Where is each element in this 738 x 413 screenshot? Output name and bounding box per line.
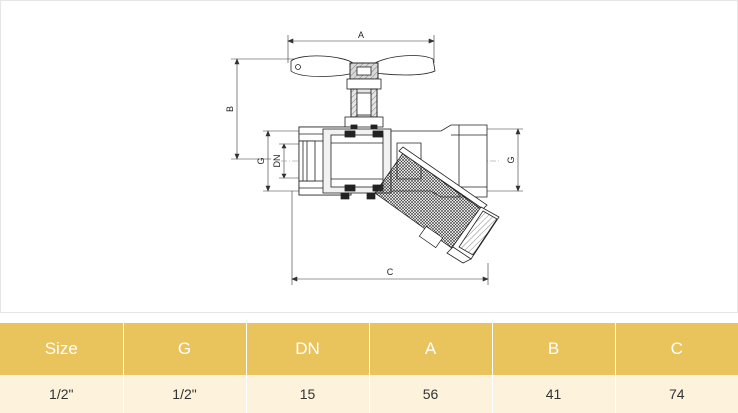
- cell-size: 1/2": [0, 375, 124, 413]
- header-c: C: [615, 323, 738, 375]
- cell-c: 74: [615, 375, 738, 413]
- dimension-b: [231, 58, 296, 160]
- strainer-filter: [374, 146, 500, 264]
- dimension-c-label: C: [387, 267, 394, 277]
- header-a: A: [369, 323, 493, 375]
- dimension-g-right: [486, 128, 523, 192]
- dimension-g-left-label: G: [256, 157, 266, 164]
- cell-a: 56: [369, 375, 493, 413]
- header-size: Size: [0, 323, 124, 375]
- dimension-a-label: A: [358, 30, 364, 40]
- header-b: B: [492, 323, 616, 375]
- cell-dn: 15: [246, 375, 370, 413]
- cell-g: 1/2": [123, 375, 247, 413]
- valve-ball: [322, 128, 392, 194]
- cell-b: 41: [492, 375, 616, 413]
- butterfly-handle: [290, 55, 436, 80]
- technical-drawing-panel: A B C G: [0, 0, 738, 313]
- dimension-g-right-label: G: [506, 156, 516, 163]
- dimension-g-left: [263, 130, 299, 192]
- dimension-b-label: B: [225, 106, 235, 112]
- specification-table: Size G DN A B C 1/2" 1/2" 15 56 41 74: [0, 323, 738, 413]
- dimension-c: [291, 191, 489, 285]
- valve-technical-drawing: A B C G: [225, 30, 523, 285]
- header-g: G: [123, 323, 247, 375]
- valve-stem: [344, 78, 384, 132]
- dimension-dn-label: DN: [272, 155, 282, 168]
- header-dn: DN: [246, 323, 370, 375]
- dimension-dn: [279, 143, 301, 179]
- dimension-a: [287, 35, 435, 63]
- table-header-row: Size G DN A B C: [0, 323, 738, 375]
- table-row: 1/2" 1/2" 15 56 41 74: [0, 375, 738, 413]
- body-detail: [340, 192, 444, 249]
